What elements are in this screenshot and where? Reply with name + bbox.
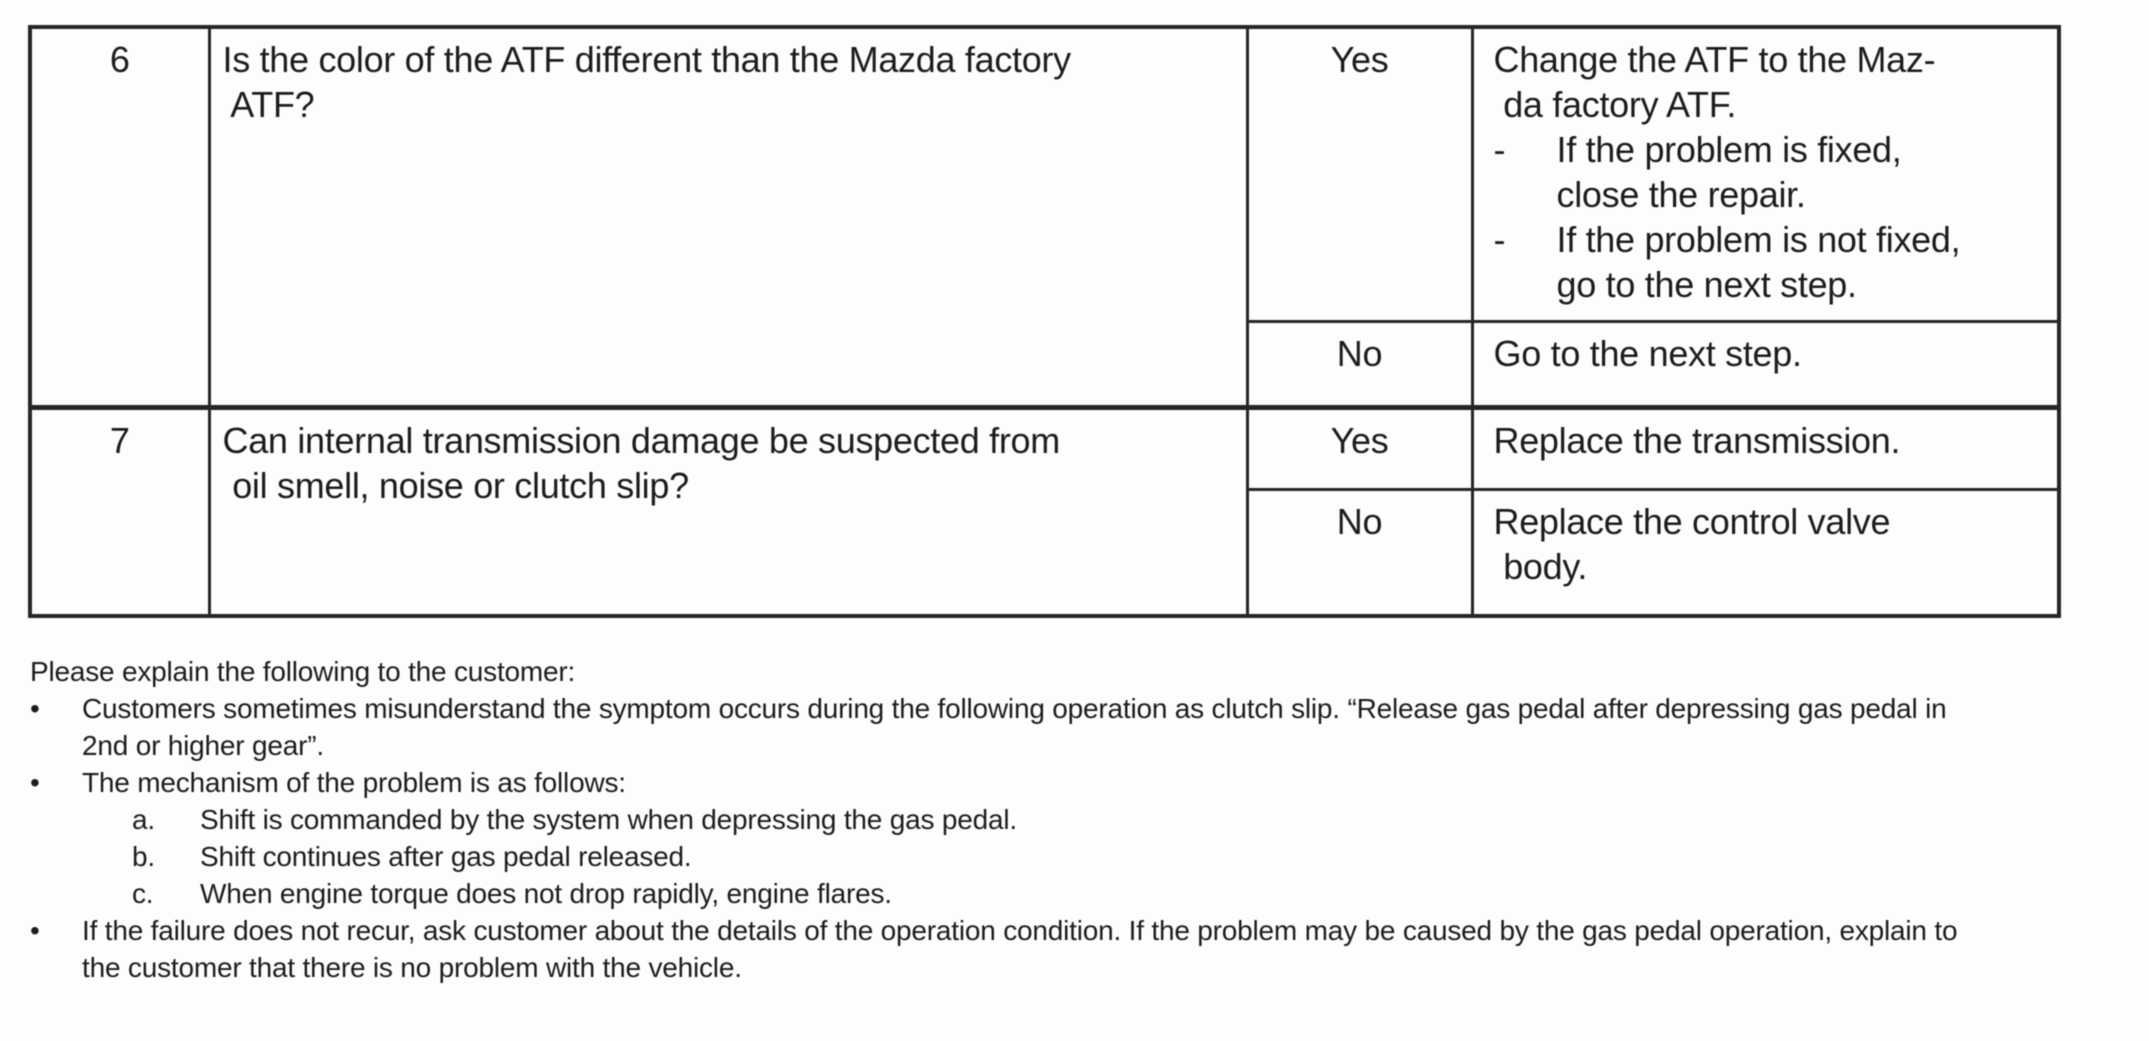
action-line: close the repair.: [1556, 174, 1806, 215]
action-line: If the problem is not fixed,: [1556, 219, 1961, 260]
answer-cell: No: [1245, 487, 1474, 618]
lettered-list: a. Shift is commanded by the system when…: [132, 801, 2149, 912]
notes-intro: Please explain the following to the cust…: [30, 656, 576, 687]
item-letter: b.: [132, 841, 155, 872]
item-letter: a.: [132, 804, 155, 835]
action-line: da factory ATF.: [1493, 84, 1737, 125]
bullet-item: • If the failure does not recur, ask cus…: [30, 912, 2149, 986]
step-number: 7: [109, 419, 130, 461]
answer-cell: Yes: [1245, 404, 1474, 491]
step-number: 6: [109, 39, 130, 80]
answer-cell: No: [1245, 319, 1474, 409]
note-line: Customers sometimes misunderstand the sy…: [82, 693, 1947, 724]
dash-marker: -: [1493, 219, 1506, 260]
step-number-cell: 6: [28, 25, 211, 409]
action-cell: Replace the control valve body.: [1470, 487, 2061, 618]
answer-label: Yes: [1330, 39, 1389, 80]
lettered-list-item: a. Shift is commanded by the system when…: [132, 801, 2149, 838]
action-cell: Replace the transmission.: [1470, 404, 2061, 491]
lettered-list-item: b. Shift continues after gas pedal relea…: [132, 838, 2149, 875]
bullet-icon: •: [30, 915, 40, 946]
note-line: 2nd or higher gear”.: [82, 730, 324, 761]
action-line: Replace the transmission.: [1493, 419, 1901, 461]
answer-label: No: [1336, 332, 1383, 374]
item-letter: c.: [132, 878, 154, 909]
answer-label: Yes: [1330, 419, 1389, 461]
bullet-text: If the failure does not recur, ask custo…: [82, 912, 2149, 986]
note-line: The mechanism of the problem is as follo…: [82, 767, 626, 798]
item-text: When engine torque does not drop rapidly…: [200, 878, 892, 909]
item-text: Shift continues after gas pedal released…: [200, 841, 692, 872]
answer-label: No: [1336, 500, 1383, 542]
action-line: body.: [1493, 545, 1588, 587]
question-cell: Is the color of the ATF different than t…: [207, 25, 1249, 409]
question-line: ATF?: [222, 84, 315, 125]
question-line: Is the color of the ATF different than t…: [222, 39, 1072, 80]
troubleshooting-table: 6 Is the color of the ATF different than…: [28, 25, 2061, 618]
dash-marker: -: [1493, 129, 1506, 170]
action-subitem: - If the problem is fixed, close the rep…: [1494, 127, 2052, 217]
action-line: go to the next step.: [1556, 264, 1858, 305]
action-subitem-text: If the problem is fixed, close the repai…: [1557, 127, 2052, 217]
action-line: Change the ATF to the Maz-: [1493, 39, 1936, 80]
bullet-item: • Customers sometimes misunderstand the …: [30, 690, 2149, 764]
table-row-step7-no: No Replace the control valve body.: [30, 487, 2061, 618]
bullet-item: • The mechanism of the problem is as fol…: [30, 764, 2149, 912]
answer-cell: Yes: [1245, 25, 1474, 323]
question-line: oil smell, noise or clutch slip?: [222, 464, 689, 506]
item-text: Shift is commanded by the system when de…: [200, 804, 1017, 835]
action-line: If the problem is fixed,: [1556, 129, 1902, 170]
customer-notes: Please explain the following to the cust…: [30, 653, 2149, 986]
note-line: If the failure does not recur, ask custo…: [82, 915, 1958, 946]
question-line: Can internal transmission damage be susp…: [222, 419, 1061, 461]
action-cell: Change the ATF to the Maz- da factory AT…: [1470, 25, 2061, 323]
action-subitem: - If the problem is not fixed, go to the…: [1494, 217, 2052, 307]
bullet-icon: •: [30, 693, 40, 724]
bullet-icon: •: [30, 767, 40, 798]
lettered-list-item: c. When engine torque does not drop rapi…: [132, 875, 2149, 912]
scanned-manual-page: 6 Is the color of the ATF different than…: [0, 25, 2149, 1041]
action-subitem-text: If the problem is not fixed, go to the n…: [1557, 217, 2052, 307]
action-cell: Go to the next step.: [1470, 319, 2061, 409]
note-line: the customer that there is no problem wi…: [82, 952, 742, 983]
question-cell: Can internal transmission damage be susp…: [207, 404, 1249, 618]
bullet-text: Customers sometimes misunderstand the sy…: [82, 690, 2149, 764]
table-row-step6-yes: 6 Is the color of the ATF different than…: [28, 25, 2061, 409]
action-line: Go to the next step.: [1493, 332, 1803, 374]
table-row-step6-no: No Go to the next step.: [30, 319, 2061, 409]
bullet-text: The mechanism of the problem is as follo…: [82, 764, 2149, 912]
table-row-step7-yes: 7 Can internal transmission damage be su…: [28, 404, 2061, 618]
step-number-cell: 7: [28, 404, 211, 618]
action-line: Replace the control valve: [1493, 500, 1891, 542]
